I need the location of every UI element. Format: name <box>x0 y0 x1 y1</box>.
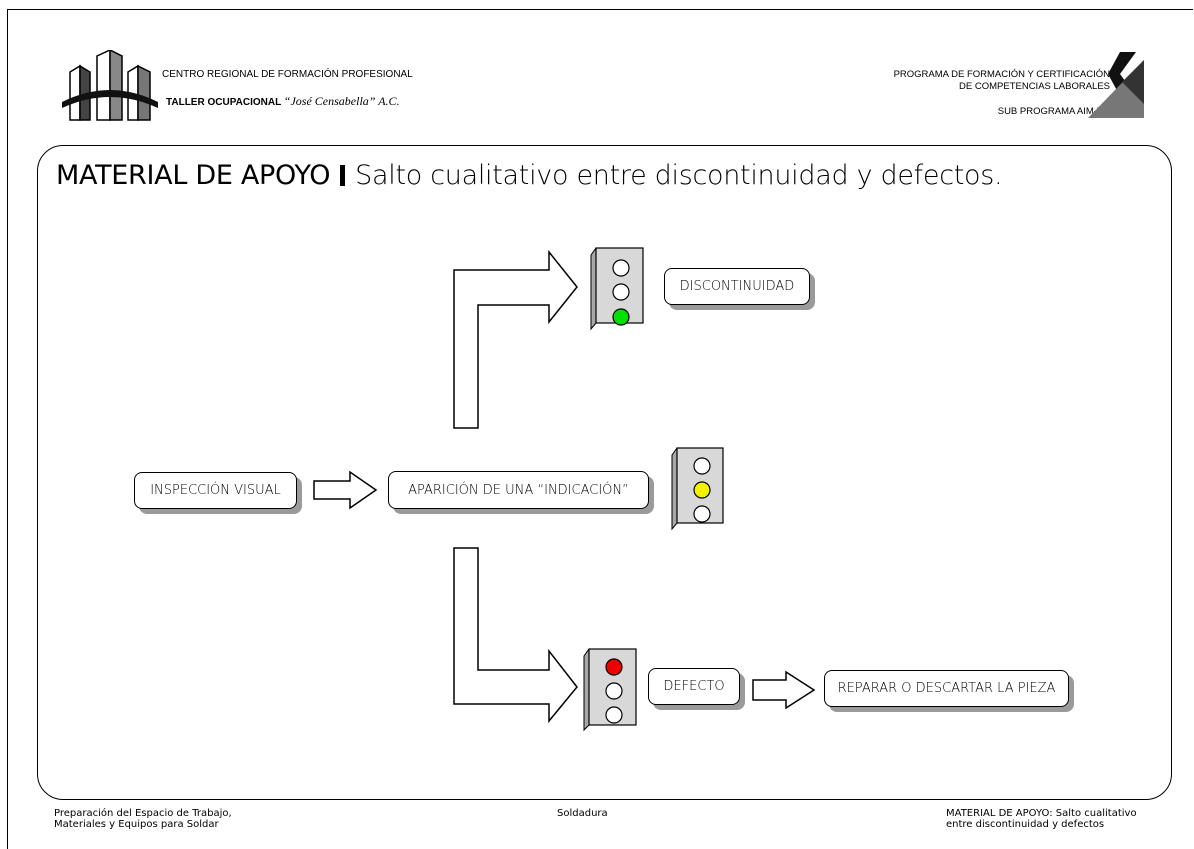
arrow-defecto-to-reparar <box>752 670 816 710</box>
program-line1: PROGRAMA DE FORMACIÓN Y CERTIFICACIÓN <box>893 69 1110 80</box>
program-line3: SUB PROGRAMA AIM-TO <box>997 106 1110 117</box>
footer-right: MATERIAL DE APOYO: Salto cualitativo ent… <box>946 808 1137 830</box>
building-logo-icon <box>62 50 158 121</box>
box-discontinuidad: DISCONTINUIDAD <box>664 268 810 305</box>
traffic-light-green-icon <box>590 247 644 331</box>
title-prefix: MATERIAL DE APOYO <box>56 160 331 191</box>
box-reparar-descartar: REPARAR O DESCARTAR LA PIEZA <box>824 670 1069 707</box>
program-line2: DE COMPETENCIAS LABORALES <box>959 81 1110 92</box>
arrow-up-to-discontinuidad <box>453 249 578 429</box>
org-name-line1: CENTRO REGIONAL DE FORMACIÓN PROFESIONAL <box>162 69 413 80</box>
footer-left: Preparación del Espacio de Trabajo, Mate… <box>54 808 232 830</box>
program-lines: PROGRAMA DE FORMACIÓN Y CERTIFICACIÓN DE… <box>894 69 1110 93</box>
org-name-line2: TALLER OCUPACIONAL “José Censabella” A.C… <box>166 94 400 109</box>
arrow-inspeccion-to-aparicion <box>313 470 378 510</box>
title-text: Salto cualitativo entre discontinuidad y… <box>355 160 1003 191</box>
content-panel <box>37 145 1172 800</box>
footer-right-line2: entre discontinuidad y defectos <box>946 819 1105 830</box>
title-separator <box>340 165 346 186</box>
program-logo-icon <box>1088 52 1144 118</box>
footer-left-line2: Materiales y Equipos para Soldar <box>54 819 219 830</box>
box-aparicion-indicacion: APARICIÓN DE UNA “INDICACIÓN” <box>388 471 649 509</box>
traffic-light-red-icon <box>583 648 637 732</box>
footer-left-line1: Preparación del Espacio de Trabajo, <box>54 808 232 819</box>
box-inspeccion-visual: INSPECCIÓN VISUAL <box>134 472 297 509</box>
page-border <box>7 9 1193 849</box>
footer-center: Soldadura <box>557 808 608 819</box>
footer-right-line1: MATERIAL DE APOYO: Salto cualitativo <box>946 808 1137 819</box>
box-defecto: DEFECTO <box>648 668 740 705</box>
org-name-italic: “José Censabella” A.C. <box>283 94 400 108</box>
page-title: MATERIAL DE APOYO Salto cualitativo entre… <box>56 160 1003 191</box>
traffic-light-yellow-icon <box>671 447 724 531</box>
org-name-bold: TALLER OCUPACIONAL <box>166 97 281 108</box>
arrow-down-to-defecto <box>453 547 578 724</box>
